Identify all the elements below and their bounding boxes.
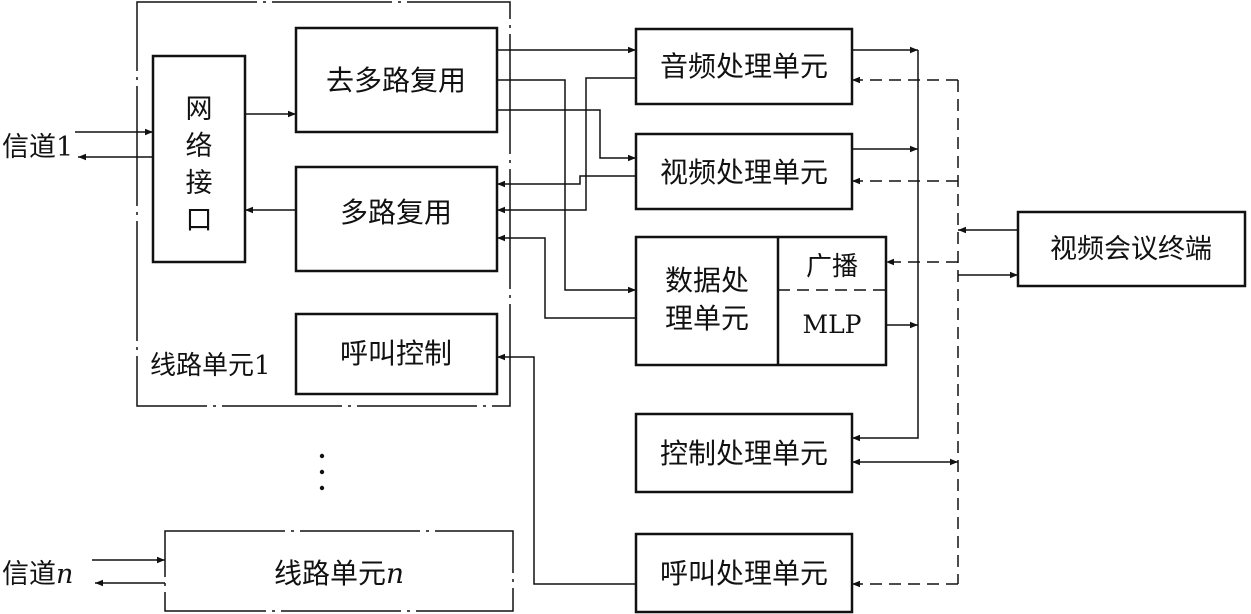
mux-box	[294, 165, 499, 273]
demux-to-data-line	[497, 79, 636, 294]
data-to-mux-line	[497, 234, 636, 319]
audio-to-mux-line	[497, 77, 636, 214]
audio-unit-label: 音频处理单元	[660, 50, 828, 83]
data-unit-label-line1: 数据处	[665, 264, 749, 297]
video-to-mux-line	[497, 175, 636, 188]
network-interface-char: 接	[186, 168, 213, 199]
terminal-box	[1016, 210, 1247, 288]
demux-label: 去多路复用	[326, 64, 466, 97]
broadcast-label: 广播	[806, 252, 858, 282]
channel-n-label: 信道n	[2, 559, 73, 590]
line-unit-n-boundary	[164, 530, 514, 612]
data-unit-label-line2: 理单元	[665, 302, 749, 335]
call-control-label: 呼叫控制	[340, 337, 452, 370]
demux-to-video-line	[497, 109, 636, 162]
control-unit-box	[634, 412, 854, 494]
mlp-label: MLP	[802, 310, 861, 339]
line-unit-1-boundary	[136, 1, 511, 407]
ellipsis-dot	[319, 469, 325, 475]
line-unit-n-label: 线路单元n	[274, 557, 404, 590]
ellipsis-dot	[319, 453, 325, 459]
network-interface-char: 络	[186, 131, 213, 162]
call-control-box	[294, 312, 499, 396]
bus-to-control-line	[852, 50, 919, 442]
video-unit-box	[634, 132, 854, 211]
demux-box	[294, 26, 499, 134]
call-unit-to-call-control-line	[497, 353, 636, 585]
mux-label: 多路复用	[340, 196, 452, 229]
network-interface-char: 口	[186, 205, 213, 236]
terminal-label: 视频会议终端	[1050, 234, 1212, 265]
ellipsis-dot	[319, 485, 325, 491]
call-unit-box	[634, 532, 854, 614]
data-unit-box	[634, 235, 888, 367]
network-interface-box	[151, 54, 247, 264]
control-unit-label: 控制处理单元	[660, 437, 828, 470]
network-interface-char: 网	[186, 94, 213, 125]
call-unit-label: 呼叫处理单元	[660, 557, 828, 590]
line-unit-1-label: 线路单元1	[150, 351, 271, 381]
video-unit-label: 视频处理单元	[660, 156, 828, 189]
audio-unit-box	[634, 27, 854, 106]
channel-1-label: 信道1	[2, 132, 73, 163]
